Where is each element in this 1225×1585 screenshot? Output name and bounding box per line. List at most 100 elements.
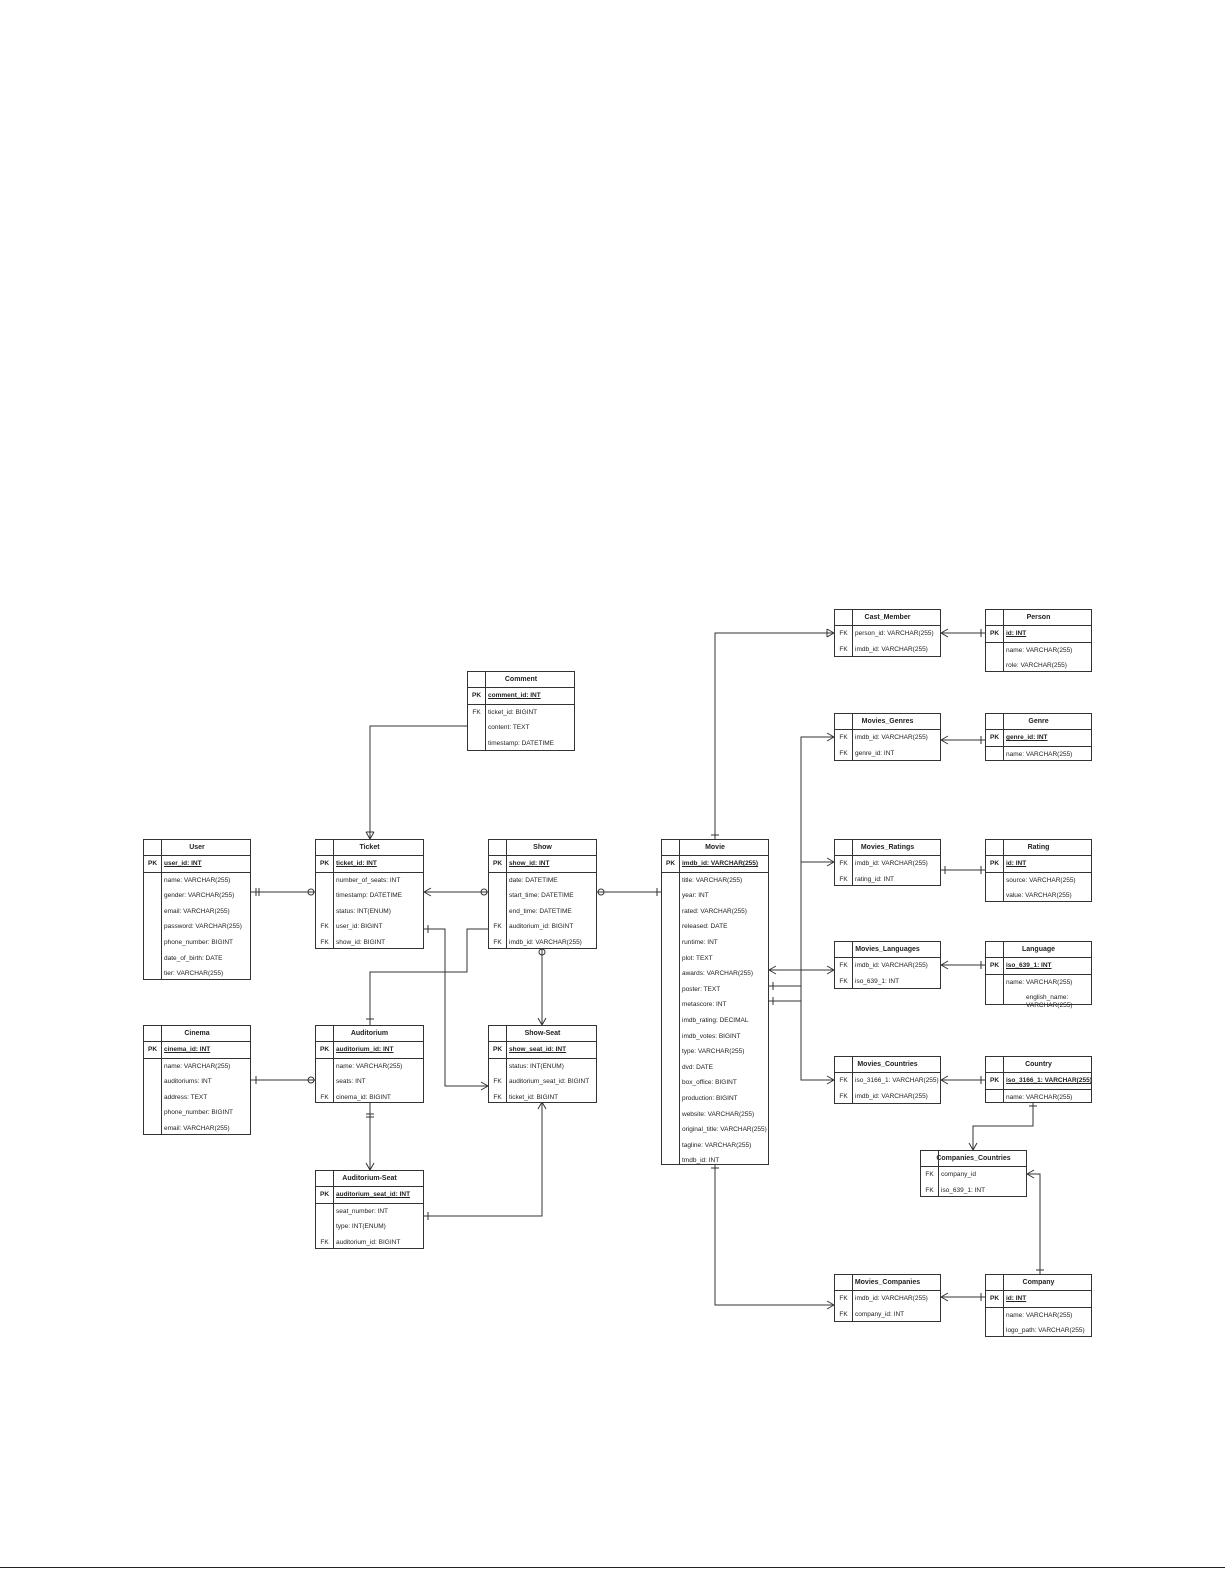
key-label: FK bbox=[839, 977, 848, 985]
entity-title: Auditorium-Seat bbox=[316, 1171, 423, 1187]
key-label: FK bbox=[839, 962, 848, 969]
field-label: id: INT bbox=[1006, 1295, 1027, 1302]
field-label: title: VARCHAR(255) bbox=[682, 876, 743, 884]
field-label: ticket_id: BIGINT bbox=[488, 708, 538, 716]
key-label: PK bbox=[492, 1046, 503, 1053]
key-label: FK bbox=[925, 1186, 934, 1194]
field-label: name: VARCHAR(255) bbox=[1006, 1311, 1073, 1319]
entity-title: Cast_Member bbox=[835, 610, 940, 626]
entity-title: User bbox=[144, 840, 250, 856]
field-label: address: TEXT bbox=[164, 1093, 208, 1101]
key-label: PK bbox=[989, 1295, 1000, 1302]
field-label: imdb_votes: BIGINT bbox=[682, 1032, 741, 1040]
field-label: iso_639_1: INT bbox=[941, 1186, 986, 1194]
entity-title: Companies_Countries bbox=[921, 1151, 1026, 1167]
field-label: name: VARCHAR(255) bbox=[164, 1062, 231, 1070]
rel-show-showseat bbox=[537, 948, 547, 1026]
field-label: production: BIGINT bbox=[682, 1094, 738, 1102]
entity-title: Cinema bbox=[144, 1026, 250, 1042]
key-label: PK bbox=[989, 630, 1000, 637]
key-label: FK bbox=[493, 1078, 502, 1086]
field-label: auditorium_id: INT bbox=[336, 1046, 394, 1053]
field-label: auditorium_id: BIGINT bbox=[509, 923, 574, 931]
field-label: iso_3166_1: VARCHAR(255) bbox=[1006, 1077, 1091, 1084]
key-label: FK bbox=[839, 749, 848, 757]
field-label: runtime: INT bbox=[682, 938, 718, 946]
key-label: PK bbox=[989, 734, 1000, 741]
field-label: iso_639_1: INT bbox=[1006, 962, 1052, 969]
field-label: name: VARCHAR(255) bbox=[164, 876, 231, 884]
field-label: tagline: VARCHAR(255) bbox=[682, 1141, 752, 1149]
page-footer-rule bbox=[0, 1567, 1225, 1568]
field-label: type: VARCHAR(255) bbox=[682, 1048, 745, 1056]
entity-title: Comment bbox=[468, 672, 574, 688]
key-label: FK bbox=[839, 1310, 848, 1318]
rel-show-movie bbox=[597, 888, 661, 896]
field-label: gender: VARCHAR(255) bbox=[164, 892, 235, 900]
rel-user-ticket bbox=[250, 888, 315, 896]
key-label: FK bbox=[320, 1093, 329, 1101]
key-label: FK bbox=[839, 1092, 848, 1100]
key-label: FK bbox=[320, 1238, 329, 1246]
rel-movie-castmember bbox=[711, 628, 835, 839]
field-label: source: VARCHAR(255) bbox=[1006, 876, 1076, 884]
field-label: released: DATE bbox=[682, 923, 728, 931]
entity-auditorium-seat: Auditorium-Seat PK auditorium_seat_id: IN… bbox=[315, 1170, 424, 1249]
field-label: genre_id: INT bbox=[855, 749, 895, 757]
field-label: seats: INT bbox=[336, 1078, 366, 1086]
field-label: timestamp: DATETIME bbox=[336, 892, 402, 900]
key-label: FK bbox=[493, 938, 502, 946]
entity-title: Movies_Genres bbox=[835, 714, 940, 730]
field-label: ticket_id: INT bbox=[336, 860, 377, 867]
entity-title: Genre bbox=[986, 714, 1091, 730]
field-label: auditorium_seat_id: INT bbox=[336, 1191, 411, 1198]
field-label: type: INT(ENUM) bbox=[336, 1223, 386, 1231]
rel-ticket-showseat bbox=[424, 925, 489, 1091]
field-label: content: TEXT bbox=[488, 724, 530, 732]
field-label: user_id: INT bbox=[164, 860, 202, 867]
field-label: name: VARCHAR(255) bbox=[1006, 978, 1073, 986]
field-label: date: DATETIME bbox=[509, 876, 558, 884]
field-label: genre_id: INT bbox=[1006, 734, 1048, 741]
key-label: PK bbox=[492, 860, 503, 867]
key-label: FK bbox=[839, 630, 848, 637]
field-label: start_time: DATETIME bbox=[509, 892, 574, 900]
field-label: original_title: VARCHAR(255) bbox=[682, 1126, 767, 1134]
field-label: end_time: DATETIME bbox=[509, 907, 572, 915]
key-label: FK bbox=[925, 1171, 934, 1178]
field-label: status: INT(ENUM) bbox=[336, 907, 391, 915]
key-label: PK bbox=[471, 692, 482, 699]
field-label: id: INT bbox=[1006, 630, 1027, 637]
rel-movie-moviescompanies bbox=[711, 1164, 835, 1310]
field-label: rated: VARCHAR(255) bbox=[682, 907, 747, 915]
entity-title: Ticket bbox=[316, 840, 423, 856]
key-label: PK bbox=[989, 860, 1000, 867]
key-label: FK bbox=[472, 708, 481, 716]
rel-auditoriumseat-showseat bbox=[424, 1101, 547, 1220]
entity-comment: Comment PK comment_id: INT FK ticket_id: B… bbox=[467, 671, 575, 751]
key-label: FK bbox=[839, 875, 848, 883]
field-label: imdb_id: VARCHAR(255) bbox=[682, 860, 759, 867]
field-label: name: VARCHAR(255) bbox=[1006, 646, 1073, 654]
field-label: year: INT bbox=[682, 892, 709, 900]
key-label: PK bbox=[319, 1191, 330, 1198]
rel-ticket-show bbox=[423, 887, 488, 897]
entity-title: Auditorium bbox=[316, 1026, 423, 1042]
field-label: date_of_birth: DATE bbox=[164, 954, 223, 962]
field-label: comment_id: INT bbox=[488, 692, 541, 699]
field-label: phone_number: BIGINT bbox=[164, 1109, 234, 1117]
field-label: plot: TEXT bbox=[682, 954, 713, 962]
rel-movie-moviesratings bbox=[801, 857, 835, 867]
rel-auditorium-auditoriumseat bbox=[365, 1102, 375, 1171]
rel-cinema-auditorium bbox=[250, 1076, 315, 1084]
